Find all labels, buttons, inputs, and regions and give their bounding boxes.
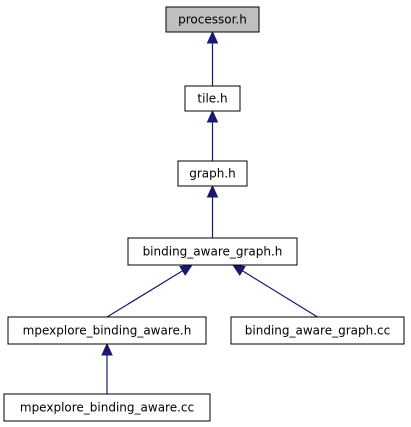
node-binding-aware-graph-h[interactable]: binding_aware_graph.h [127, 237, 298, 266]
node-label: processor.h [178, 13, 247, 27]
node-tile-h[interactable]: tile.h [184, 85, 241, 112]
arrowhead-mpba_h-to-bag_h [179, 264, 194, 276]
node-mpexplore-binding-aware-cc[interactable]: mpexplore_binding_aware.cc [3, 393, 211, 422]
arrowhead-mpba_cc-to-mpba_h [101, 342, 113, 356]
arrowhead-bag_cc-to-bag_h [231, 264, 246, 276]
node-graph-h[interactable]: graph.h [177, 160, 248, 187]
node-mpexplore-binding-aware-h[interactable]: mpexplore_binding_aware.h [7, 316, 207, 345]
arrowhead-graph-to-tile [206, 109, 219, 123]
arrowhead-bag_h-to-graph [206, 184, 219, 198]
arrowhead-tile-to-processor [206, 30, 219, 44]
node-label: mpexplore_binding_aware.h [23, 324, 192, 338]
node-label: binding_aware_graph.cc [245, 324, 390, 338]
node-label: binding_aware_graph.h [143, 245, 283, 259]
node-label: graph.h [189, 167, 236, 181]
node-label: tile.h [197, 92, 227, 106]
node-label: mpexplore_binding_aware.cc [20, 401, 194, 415]
edge-mpba_h-to-bag_h [106, 270, 183, 318]
node-binding-aware-graph-cc[interactable]: binding_aware_graph.cc [230, 316, 405, 345]
graph-edges [101, 30, 318, 394]
edge-bag_cc-to-bag_h [242, 270, 318, 318]
node-processor-h[interactable]: processor.h [165, 6, 260, 33]
